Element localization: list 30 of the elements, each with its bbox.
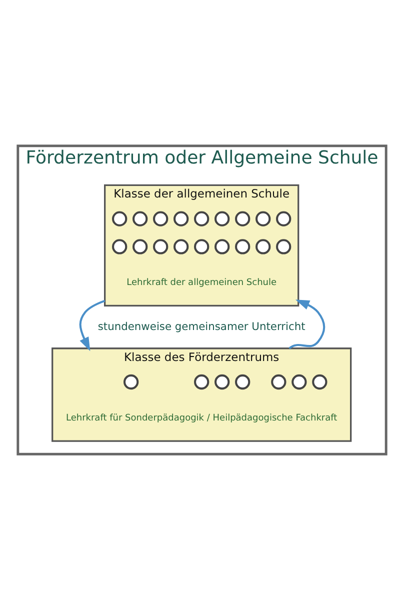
node-circle	[174, 211, 189, 226]
node-circle	[123, 374, 139, 390]
node-circle	[112, 239, 128, 254]
node-circle	[194, 374, 210, 390]
node-circle	[271, 374, 286, 390]
node-circle	[214, 239, 230, 254]
node-circle	[276, 239, 292, 254]
node-circle	[174, 239, 189, 254]
node-circle	[132, 239, 148, 254]
node-circle	[214, 211, 230, 226]
label: stundenweise gemeinsamer Unterricht	[98, 320, 306, 333]
node-circle	[256, 211, 271, 226]
node-circle	[132, 211, 148, 226]
node-circle	[153, 211, 168, 226]
cluster: Klasse der allgemeinen Schule Lehrkraft der allgemeinen Schule	[104, 184, 300, 307]
arrow	[288, 300, 326, 350]
node-circle	[153, 239, 168, 254]
node-circle	[312, 374, 328, 390]
cluster: Klasse des Förderzentrums Lehrkraft für Sonderpädagogik / Heilpädagogische Fachkraft	[52, 348, 352, 442]
node-circle	[194, 211, 210, 226]
node-circle	[256, 239, 271, 254]
node-circle	[235, 211, 250, 226]
arrow	[79, 300, 106, 352]
node-circle	[235, 374, 250, 390]
node-circle	[214, 374, 230, 390]
node-circle	[276, 211, 292, 226]
node-circle	[292, 374, 307, 390]
node-circle	[235, 239, 250, 254]
node-circle	[112, 211, 128, 226]
node-circle	[194, 239, 210, 254]
